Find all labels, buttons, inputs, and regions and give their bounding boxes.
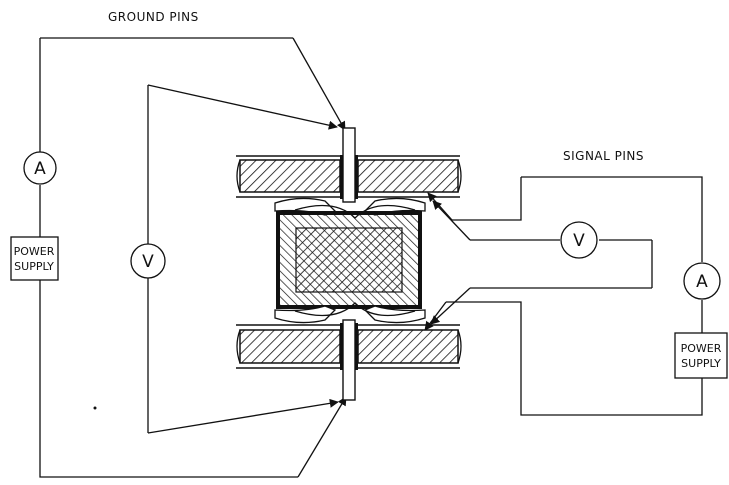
ammeter-right: A — [683, 262, 721, 300]
power-supply-left-line2: SUPPLY — [14, 260, 54, 273]
ammeter-right-label: A — [696, 272, 708, 292]
ground-pin-top-arrow — [292, 37, 346, 131]
power-supply-left-line1: POWER — [14, 245, 55, 258]
ground-pin-top — [342, 127, 356, 203]
top-contact-springs — [274, 197, 426, 219]
center-insulator-body — [276, 211, 422, 309]
bottom-contact-springs — [274, 302, 426, 324]
ground-pins-label: GROUND PINS — [108, 10, 199, 24]
voltmeter-right-label: V — [573, 231, 585, 251]
ground-current-loop — [39, 37, 347, 478]
ground-pin-bottom — [342, 319, 356, 401]
voltmeter-left-label: V — [142, 252, 154, 272]
voltmeter-right: V — [560, 221, 598, 259]
signal-pins-label: SIGNAL PINS — [563, 149, 644, 163]
connector-cross-section — [236, 127, 462, 401]
power-supply-right-line1: POWER — [681, 342, 722, 355]
power-supply-right-line2: SUPPLY — [681, 357, 721, 370]
ammeter-left-label: A — [34, 159, 46, 179]
power-supply-right: POWER SUPPLY — [674, 332, 728, 379]
ammeter-left: A — [23, 151, 57, 185]
ground-pin-bottom-arrow — [297, 396, 347, 478]
voltmeter-left: V — [130, 243, 166, 279]
ground-voltage-loop — [147, 84, 339, 434]
power-supply-left: POWER SUPPLY — [10, 236, 59, 281]
signal-voltage-loop — [430, 200, 653, 325]
signal-current-loop — [424, 176, 703, 416]
stray-dot — [93, 406, 97, 410]
